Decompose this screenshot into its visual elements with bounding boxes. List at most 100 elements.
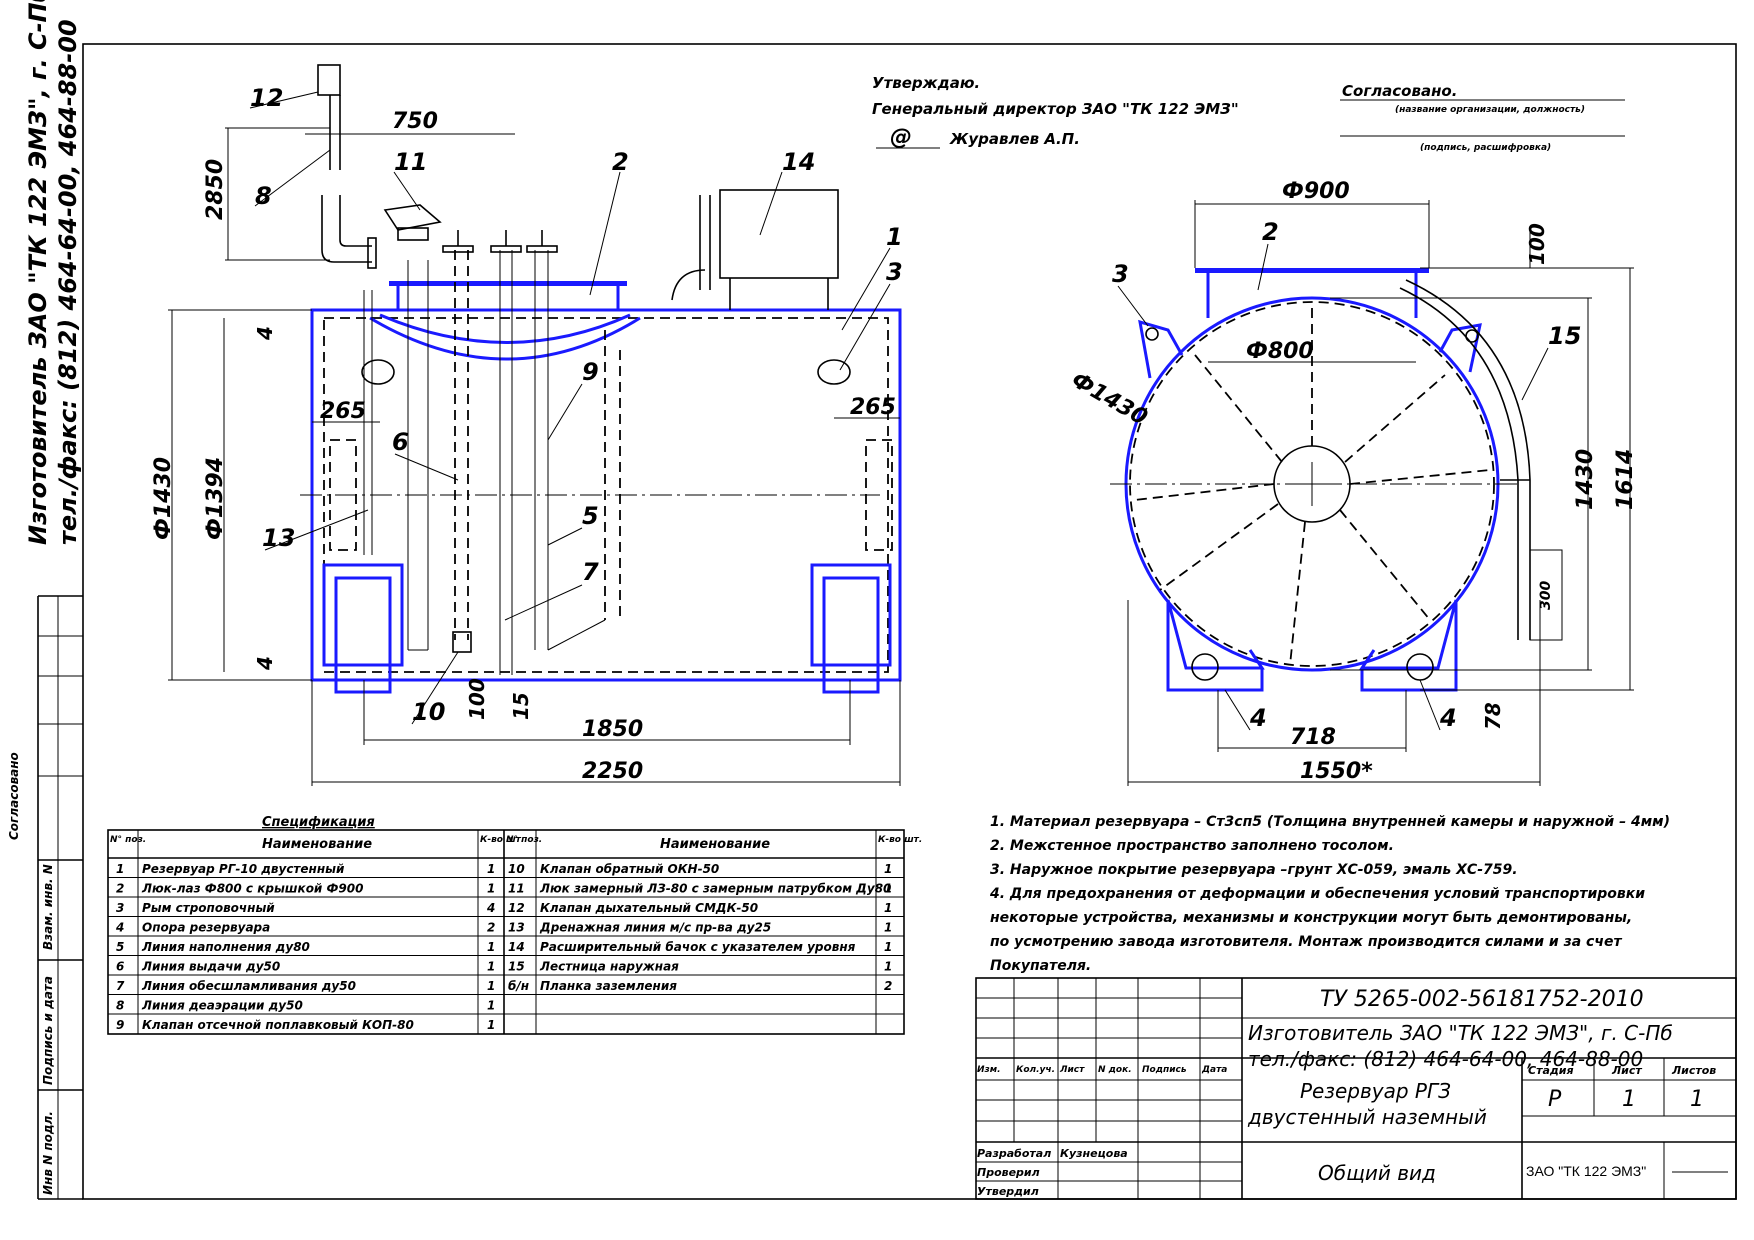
gauge-hatch-icon [383,204,442,231]
spec-left-qty: 2 [487,921,495,935]
spec-h-pos-right: N° поз. [506,835,542,845]
support-end-left [1166,599,1265,670]
spec-left-qty: 1 [487,862,495,876]
dim-2250: 2250 [582,759,643,784]
manhole-flange [389,281,627,286]
sheet-frame [82,43,1737,1200]
spec-left-pos: 5 [116,940,124,954]
tb-view: Общий вид [1318,1161,1436,1185]
callout-11: 11 [394,148,427,176]
spec-left-pos: 3 [116,901,124,915]
callout-1: 1 [886,223,903,251]
dim-100-end: 100 [1525,223,1549,265]
lifting-eye-end-right-icon [1438,323,1482,373]
tb-col-date: Дата [1201,1065,1227,1075]
spec-left-name: Клапан отсечной поплавковый КОП-80 [142,1018,414,1032]
spec-left-name: Линия деаэрации ду50 [141,999,303,1013]
tb-product1: Резервуар РГЗ [1300,1079,1451,1103]
agreed-label: Согласовано [7,752,21,840]
callout-15: 15 [1548,322,1581,350]
note-7: Покупателя. [990,958,1091,974]
dim-d1394: Ф1394 [203,457,228,540]
spec-right-name: Дренажная линия м/с пр-ва ду25 [539,921,771,935]
tb-sheet: 1 [1622,1087,1636,1112]
tb-col-list: Лист [1059,1065,1085,1075]
agreement-sub2: (подпись, расшифровка) [1420,143,1551,153]
side-maker-line2: тел./факс: (812) 464-64-00, 464-88-00 [54,19,82,545]
spec-left-qty: 1 [487,979,495,993]
tb-code: ТУ 5265-002-56181752-2010 [1320,987,1644,1012]
side-view: 2850 750 265 265 Ф1430 Ф1394 4 4 100 15 … [151,64,903,786]
spec-left-name: Резервуар РГ-10 двустенный [142,862,345,876]
tb-col-kol: Кол.уч. [1016,1065,1055,1075]
expansion-tank [719,189,839,279]
strip-cell-replace: Взам. инв. N [41,864,55,950]
spec-left-pos: 1 [116,862,124,876]
strip-cell-sign: Подпись и дата [41,976,55,1085]
tb-col-sign: Подпись [1142,1065,1187,1075]
lifting-eye-right-icon [817,359,851,385]
spec-left-name: Рым строповочный [142,901,275,915]
spec-left-name: Опора резервуара [142,921,270,935]
approval-line2: Генеральный директор ЗАО "ТК 122 ЭМЗ" [872,100,1239,118]
dim-1430-end: 1430 [1573,449,1598,510]
dim-265-right: 265 [850,395,896,420]
callout-7: 7 [582,558,599,586]
dim-718: 718 [1290,725,1336,750]
tb-company: ЗАО "ТК 122 ЭМЗ" [1526,1163,1646,1179]
callout-9: 9 [582,358,599,386]
dim-d1430-side: Ф1430 [151,457,176,540]
tb-product2: двустенный наземный [1247,1105,1487,1129]
spec-right-qty: 1 [884,882,892,896]
dim-1614: 1614 [1613,449,1638,510]
dim-265-left: 265 [320,399,366,424]
spec-left-name: Линия выдачи ду50 [141,960,280,974]
spec-left-qty: 1 [487,1018,495,1032]
dim-1550: 1550* [1300,759,1373,784]
end-view: Ф900 100 Ф800 Ф1430 1430 1614 300 718 15… [1067,179,1638,786]
callout-2-end: 2 [1262,218,1279,246]
spec-right-pos: 11 [508,882,525,896]
callout-6: 6 [392,428,409,456]
callout-10: 10 [412,698,445,726]
spec-left-name: Линия обесшламливания ду50 [141,979,356,993]
spec-right-name: Клапан дыхательный СМДК-50 [540,901,758,915]
spec-right-qty: 1 [884,862,892,876]
callout-14: 14 [782,148,815,176]
spec-left-qty: 1 [487,882,495,896]
callout-2-side: 2 [612,148,629,176]
spec-right-qty: 1 [884,940,892,954]
note-3: 3. Наружное покрытие резервуара –грунт Х… [990,862,1518,878]
spec-right-name: Расширительный бачок с указателем уровня [540,940,856,954]
spec-right-qty: 1 [884,960,892,974]
dim-4-top: 4 [253,326,277,341]
note-6: по усмотрению завода изготовителя. Монта… [990,934,1622,950]
support-left [322,563,404,667]
spec-table: Спецификация N° поз. Наименование К-во ш… [107,815,922,1035]
spec-right-name: Люк замерный ЛЗ-80 с замерным патрубком … [539,882,891,896]
notes: 1. Материал резервуара – Ст3сп5 (Толщина… [989,814,1670,974]
dim-4-bottom: 4 [253,656,277,671]
approval-signature: @ [890,125,912,150]
spec-left-qty: 1 [487,940,495,954]
tb-sheets: 1 [1690,1087,1704,1112]
callout-12: 12 [250,84,283,112]
spec-h-name-left: Наименование [262,837,372,852]
dim-d900: Ф900 [1282,179,1350,204]
callout-3-side: 3 [886,258,903,286]
spec-left-name: Линия наполнения ду80 [141,940,310,954]
spec-right-name: Лестница наружная [539,960,679,974]
dim-d1430-end: Ф1430 [1067,368,1151,431]
callout-3-end: 3 [1112,260,1129,288]
tb-role-check: Проверил [977,1166,1040,1179]
tb-developer: Кузнецова [1060,1147,1128,1160]
tb-role-dev: Разработал [977,1147,1051,1160]
spec-left-qty: 4 [486,901,495,915]
spec-left-pos: 8 [116,999,124,1013]
spec-right-pos: 12 [508,901,525,915]
lifting-eye-end-left-icon [1138,319,1184,379]
spec-h-qty-left: К-во шт. [480,835,524,845]
dim-750: 750 [392,109,438,134]
note-5: некоторые устройства, механизмы и констр… [990,910,1632,926]
